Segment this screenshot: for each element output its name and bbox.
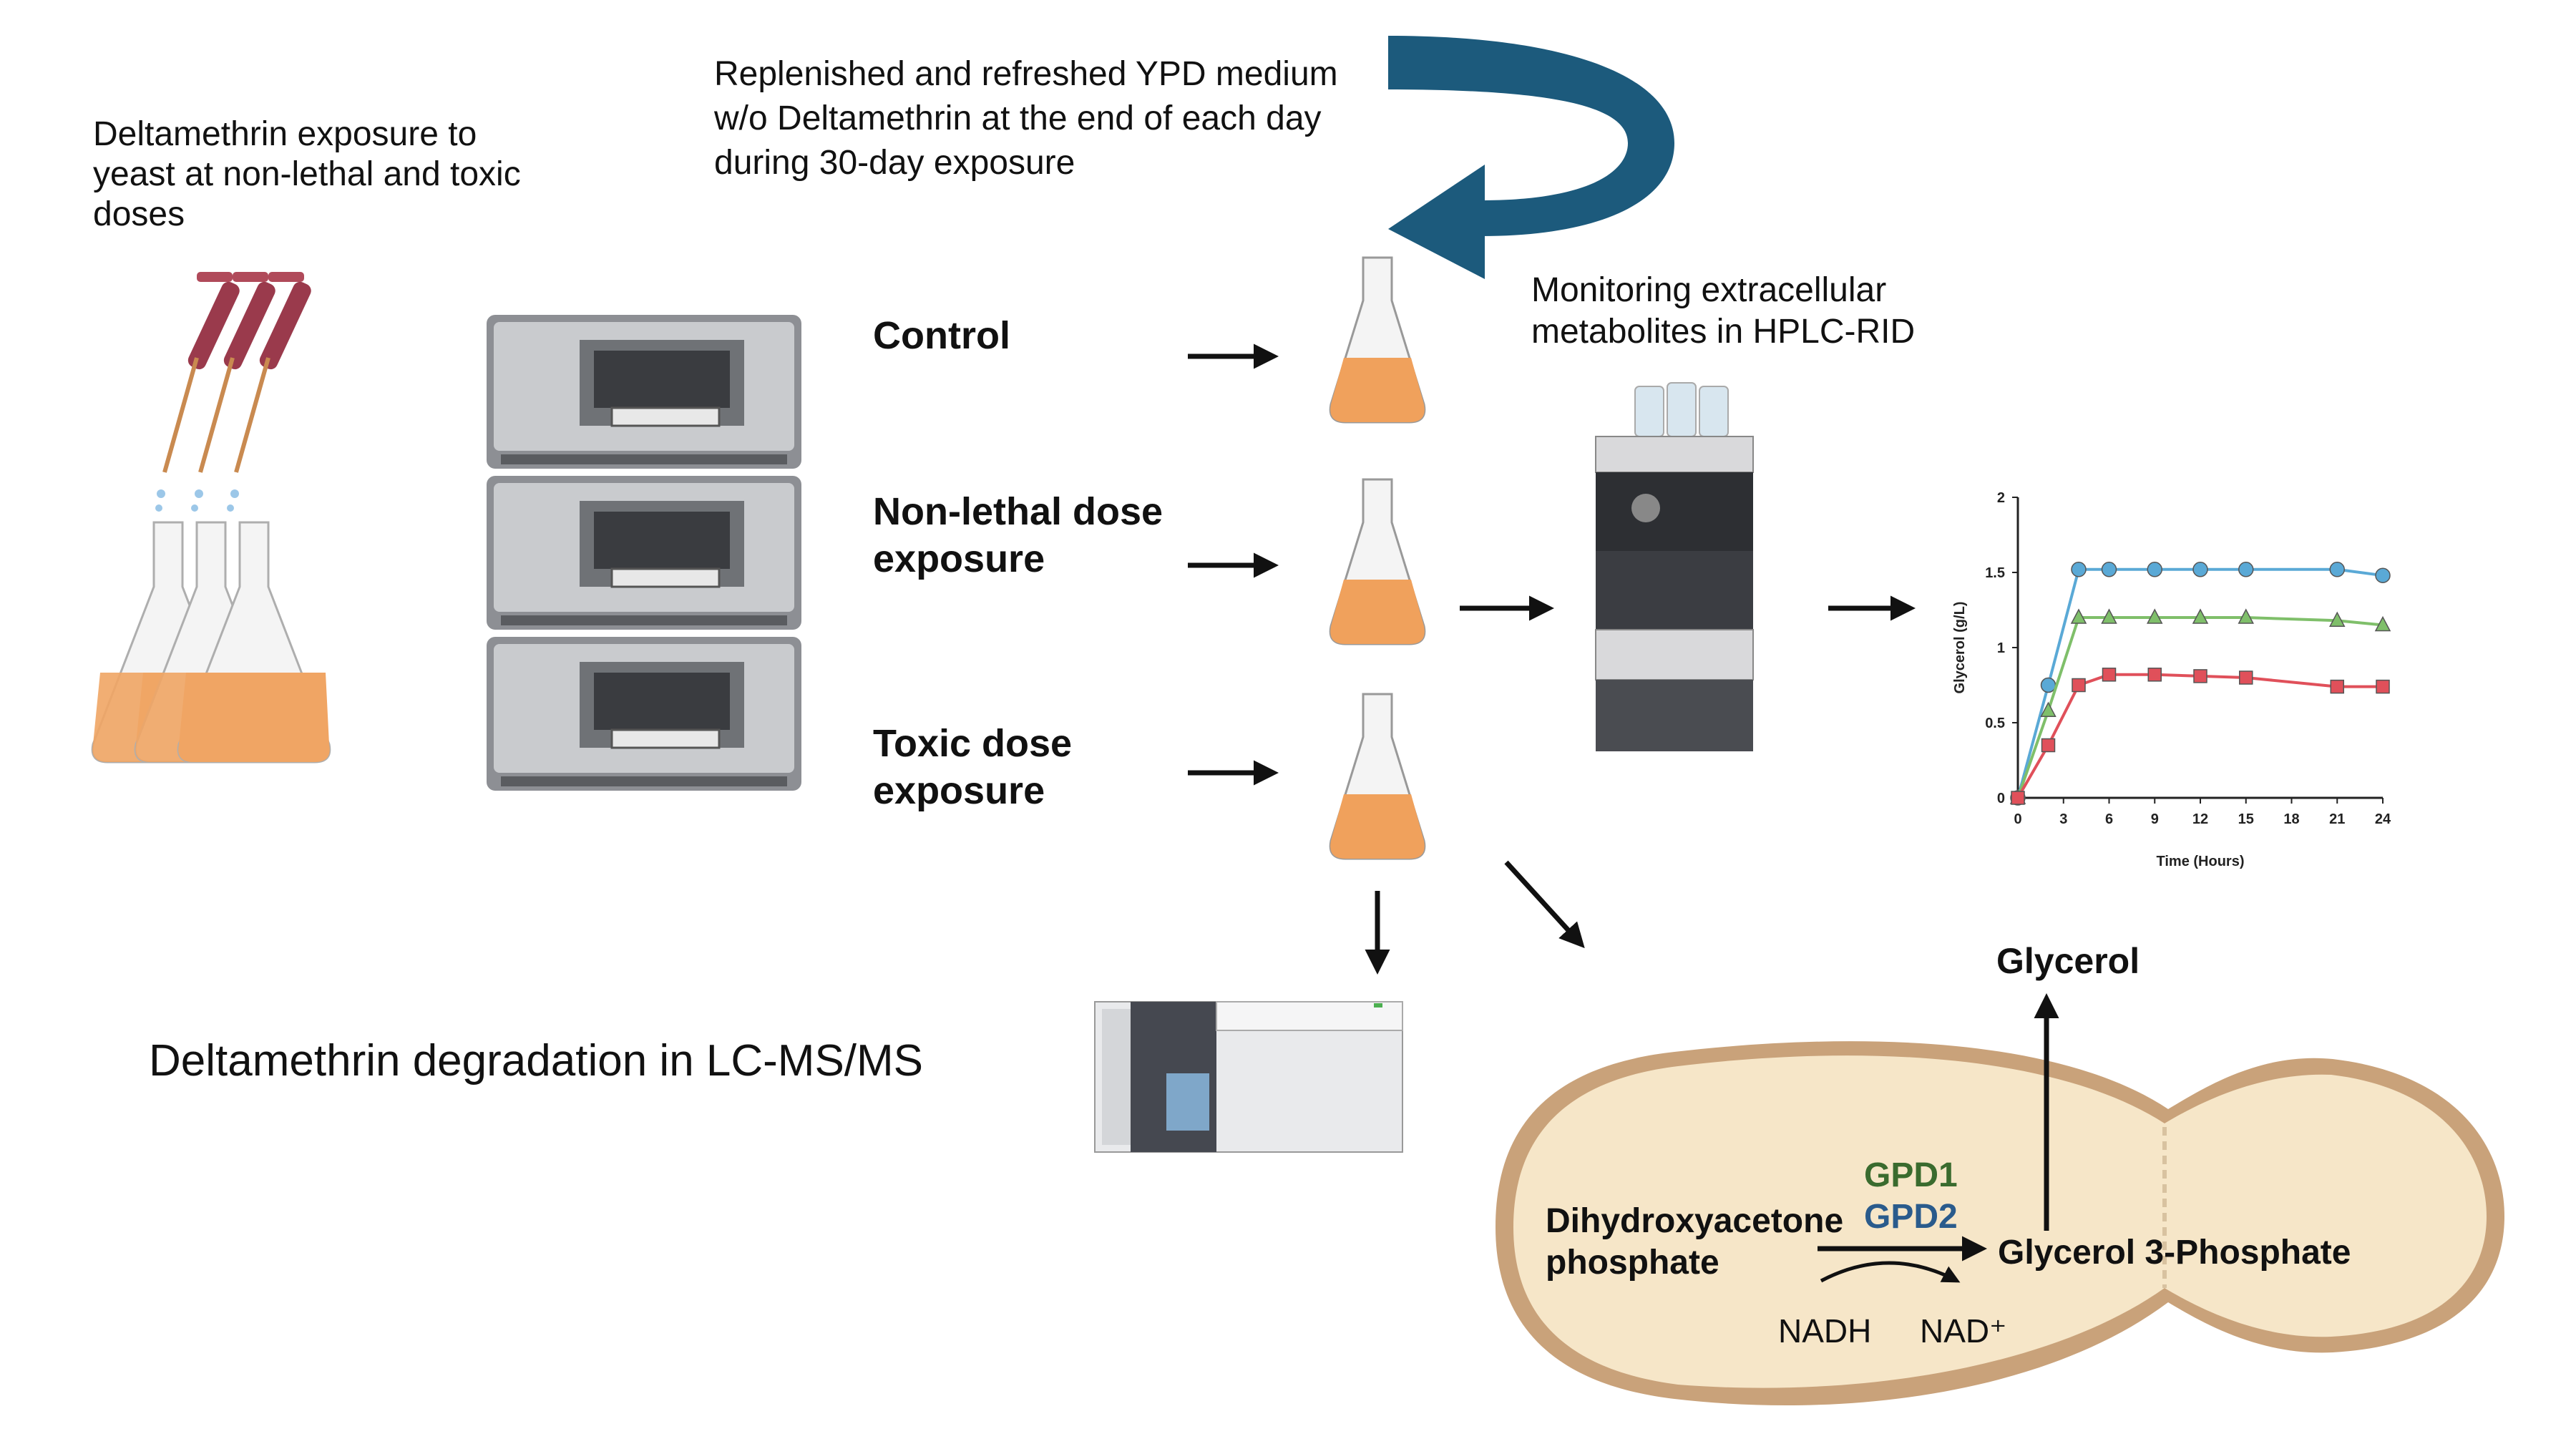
dhap-label-line1: Dihydroxyacetone (1546, 1202, 1844, 1240)
y-tick-label: 0.5 (1985, 716, 2005, 731)
x-tick-label: 9 (2151, 811, 2159, 827)
replenish-label-line2: w/o Deltamethrin at the end of each day (714, 99, 1322, 137)
x-tick-label: 15 (2238, 811, 2254, 827)
flask-control-icon (1329, 256, 1426, 424)
y-tick-label: 0 (1997, 791, 2005, 806)
exposure-label-line2: yeast at non-lethal and toxic (93, 155, 521, 193)
flask-toxic-icon (1329, 693, 1426, 860)
data-point-s1 (2071, 562, 2087, 577)
lcms-instrument (1094, 1001, 1403, 1153)
data-point-s2 (2070, 608, 2087, 624)
data-point-s3 (2193, 669, 2207, 683)
data-point-s2 (2147, 608, 2163, 624)
exposure-label-line3: doses (93, 195, 185, 233)
g3p-label: Glycerol 3-Phosphate (1998, 1234, 2351, 1272)
flask-nonlethal-icon (1329, 478, 1426, 645)
pipette-icon (155, 272, 311, 512)
x-tick-label: 6 (2105, 811, 2113, 827)
x-tick-label: 3 (2059, 811, 2067, 827)
data-point-s2 (2101, 608, 2117, 624)
replenish-label-line3: during 30-day exposure (714, 144, 1075, 182)
nadh-label: NADH (1778, 1312, 1872, 1350)
replenish-arc-arrow (1388, 36, 1674, 279)
data-point-s1 (2375, 567, 2391, 583)
data-point-s3 (2102, 668, 2117, 682)
nonlethal-label-line2: exposure (873, 537, 1045, 580)
hplc-label-line2: metabolites in HPLC-RID (1531, 313, 1916, 351)
x-tick-label: 12 (2192, 811, 2208, 827)
x-tick-label: 0 (2014, 811, 2021, 827)
toxic-label-line2: exposure (873, 769, 1045, 812)
x-tick-label: 24 (2375, 811, 2391, 827)
y-axis-label: Glycerol (g/L) (1952, 602, 1968, 694)
data-point-s2 (2040, 701, 2057, 717)
toxic-label-line1: Toxic dose (873, 722, 1073, 765)
data-point-s2 (2374, 615, 2391, 632)
control-label: Control (873, 314, 1010, 357)
data-point-s1 (2147, 562, 2162, 577)
data-point-s2 (2238, 608, 2254, 624)
x-tick-label: 21 (2329, 811, 2345, 827)
glycerol-label: Glycerol (1996, 941, 2140, 981)
hplc-instrument (1595, 382, 1754, 751)
dhap-label-line2: phosphate (1546, 1244, 1719, 1282)
hplc-label-line1: Monitoring extracellular (1531, 271, 1887, 309)
lcms-label: Deltamethrin degradation in LC-MS/MS (149, 1036, 924, 1085)
data-point-s1 (2329, 562, 2345, 577)
shaking-incubator-stack (487, 315, 801, 791)
data-point-s3 (2011, 791, 2025, 805)
yeast-cell (1496, 1041, 2504, 1405)
exposure-label-line1: Deltamethrin exposure to (93, 115, 477, 153)
nad-label: NAD⁺ (1920, 1312, 2007, 1350)
y-tick-label: 1 (1997, 640, 2005, 656)
gpd1-label: GPD1 (1864, 1156, 1958, 1194)
data-point-s3 (2376, 679, 2390, 694)
data-point-s3 (2072, 678, 2086, 693)
flask-group-icon (91, 521, 331, 763)
data-point-s3 (2147, 668, 2162, 682)
data-point-s3 (2041, 738, 2056, 753)
gpd2-label: GPD2 (1864, 1198, 1958, 1236)
data-point-s3 (2330, 679, 2344, 694)
data-point-s2 (2329, 611, 2346, 627)
data-point-s1 (2192, 562, 2208, 577)
data-point-s2 (2192, 608, 2209, 624)
nonlethal-label-line1: Non-lethal dose (873, 490, 1163, 533)
x-tick-label: 18 (2283, 811, 2299, 827)
y-tick-label: 2 (1997, 490, 2005, 506)
data-point-s1 (2101, 562, 2117, 577)
replenish-label-line1: Replenished and refreshed YPD medium (714, 55, 1338, 93)
data-point-s1 (2238, 562, 2254, 577)
y-tick-label: 1.5 (1985, 565, 2005, 581)
x-axis-label: Time (Hours) (2157, 854, 2245, 869)
data-point-s3 (2239, 670, 2253, 685)
